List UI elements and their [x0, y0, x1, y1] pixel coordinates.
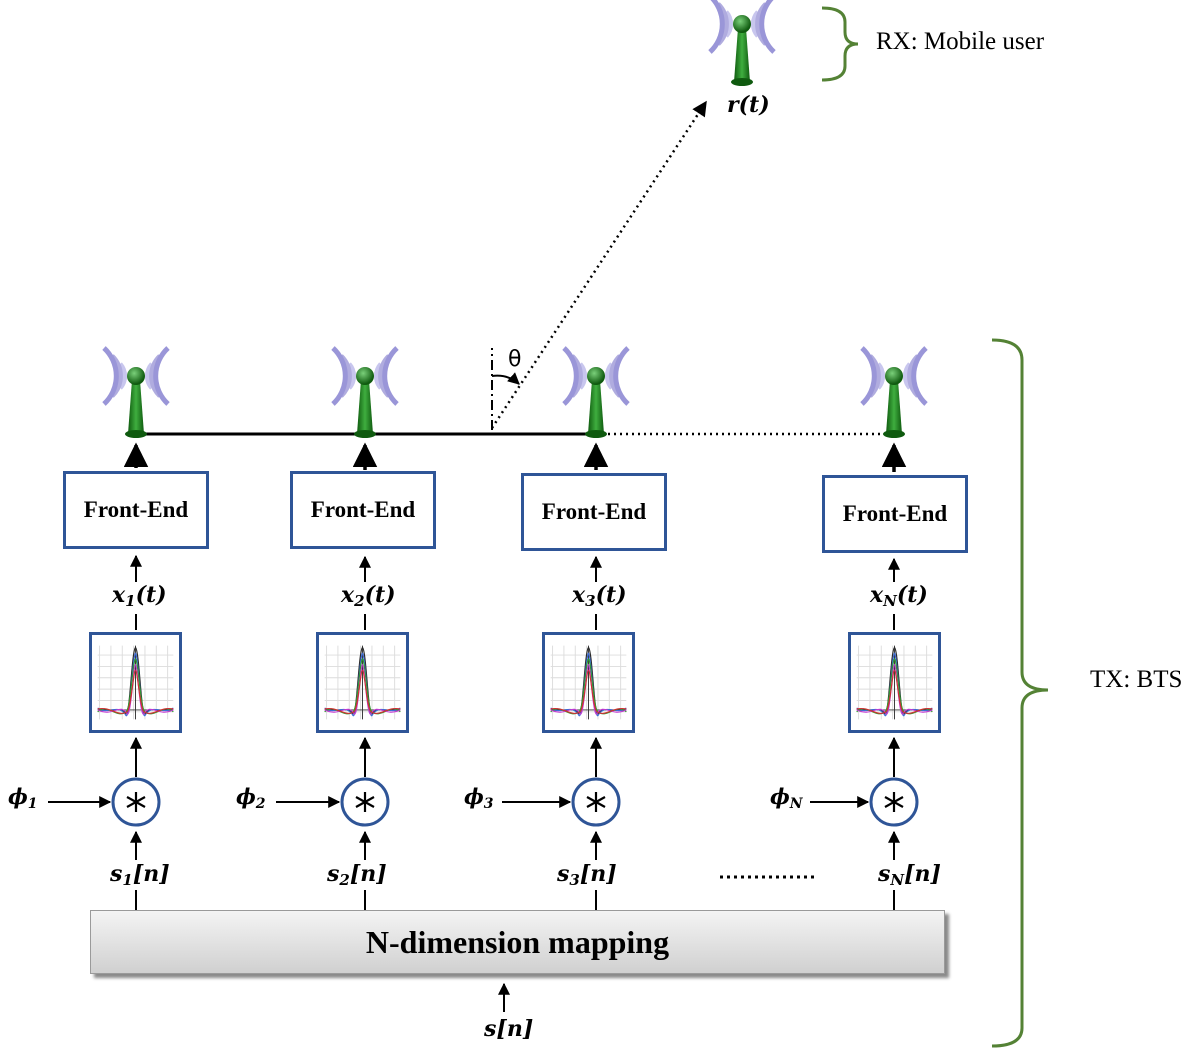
phi-label-2: ϕ2	[236, 784, 266, 812]
s-signal-label-1: s1[n]	[110, 861, 170, 889]
tx-label: TX: BTS	[1090, 666, 1183, 693]
x-signal-label-n: xN(t)	[870, 582, 928, 610]
rx-antenna-icon	[710, 0, 774, 86]
pulse-shape-box-1	[89, 632, 182, 733]
front-end-label: Front-End	[842, 501, 948, 526]
theta-arc-arrow	[491, 372, 520, 385]
pulse-shape-icon	[324, 645, 401, 720]
front-end-box-3: Front-End	[521, 473, 667, 551]
x-signal-label-1: x1(t)	[112, 582, 167, 610]
fe-antenna-arrows	[123, 442, 907, 472]
pulse-shape-box-2	[316, 632, 409, 733]
conv-pulse-arrows	[130, 736, 900, 777]
tx-brace	[991, 338, 1049, 1048]
input-signal-label: s[n]	[484, 1016, 534, 1042]
front-end-label: Front-End	[310, 497, 416, 522]
rx-brace	[821, 6, 859, 82]
pulse-shape-box-n	[848, 632, 941, 733]
phi-label-1: ϕ1	[8, 784, 38, 812]
tx-antenna-icon-n	[862, 348, 926, 438]
phi-label-3: ϕ3	[464, 784, 494, 812]
mapping-label: N-dimension mapping	[365, 923, 670, 960]
s-signal-label-3: s3[n]	[557, 861, 617, 889]
front-end-box-n: Front-End	[822, 475, 968, 553]
mapping-branch-lines	[135, 890, 895, 910]
pulse-fe-arrows	[130, 554, 900, 630]
convolution-icon-3	[571, 777, 621, 827]
sn-conv-arrows	[130, 830, 900, 860]
beam-dotted-arrow	[490, 100, 708, 429]
front-end-box-2: Front-End	[290, 471, 436, 549]
convolution-icon-2	[340, 777, 390, 827]
pulse-shape-icon	[550, 645, 627, 720]
n-dimension-mapping-block: N-dimension mapping	[90, 910, 945, 974]
x-signal-label-3: x3(t)	[572, 582, 627, 610]
front-end-label: Front-End	[83, 497, 189, 522]
s-signal-label-n: sN[n]	[878, 861, 941, 889]
pulse-shape-icon	[856, 645, 933, 720]
front-end-box-1: Front-End	[63, 471, 209, 549]
s-signal-label-2: s2[n]	[327, 861, 387, 889]
tx-antenna-icon-3	[564, 348, 628, 438]
tx-antenna-icon-1	[104, 348, 168, 438]
phi-label-n: ϕN	[770, 784, 803, 812]
pulse-shape-icon	[97, 645, 174, 720]
angle-theta-label: θ	[508, 347, 522, 372]
convolution-icon-1	[111, 777, 161, 827]
tx-antenna-icon-2	[333, 348, 397, 438]
rx-label: RX: Mobile user	[876, 28, 1045, 55]
receiver-signal-label: r(t)	[727, 92, 770, 118]
convolution-icon-n	[869, 777, 919, 827]
pulse-shape-box-3	[542, 632, 635, 733]
front-end-label: Front-End	[541, 499, 647, 524]
x-signal-label-2: x2(t)	[341, 582, 396, 610]
